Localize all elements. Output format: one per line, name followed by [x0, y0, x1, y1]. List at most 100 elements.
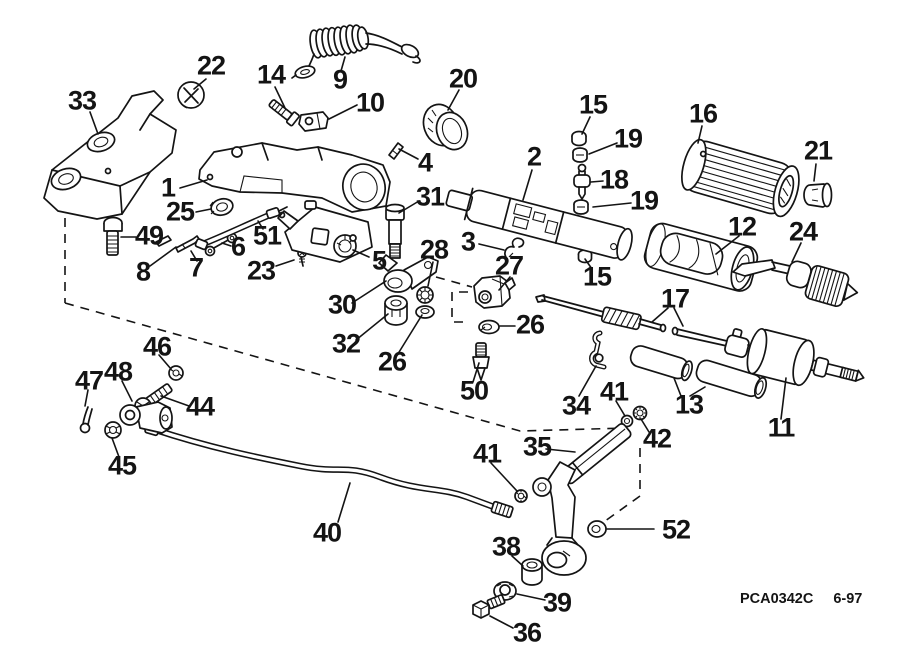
part-callout-41: 41	[599, 376, 629, 407]
part-3-clip	[504, 237, 525, 260]
part-35-steering-arm	[532, 423, 632, 576]
part-20-bushing	[422, 103, 469, 151]
part-callout-32: 32	[331, 328, 361, 359]
part-callout-13: 13	[674, 389, 704, 420]
part-callout-2: 2	[526, 141, 542, 172]
part-callout-38: 38	[491, 531, 521, 562]
part-41-nut-lower	[514, 489, 528, 503]
part-callout-36: 36	[512, 617, 542, 648]
figure-caption: PCA0342C 6-97	[740, 591, 862, 607]
part-callout-25: 25	[165, 196, 195, 227]
part-callout-4: 4	[417, 147, 433, 178]
part-callout-50: 50	[459, 375, 489, 406]
part-callout-12: 12	[727, 211, 757, 242]
part-callout-10: 10	[355, 87, 385, 118]
part-callout-22: 22	[196, 50, 226, 81]
part-callout-30: 30	[327, 289, 357, 320]
part-callout-46: 46	[142, 331, 172, 362]
part-callout-48: 48	[103, 356, 133, 387]
part-31-bolt	[385, 203, 405, 259]
part-callout-15: 15	[582, 261, 612, 292]
part-18-pin	[573, 163, 591, 200]
part-callout-17: 17	[660, 283, 690, 314]
part-callout-16: 16	[688, 98, 718, 129]
part-48-swivel	[119, 401, 173, 434]
part-36-bolt	[472, 594, 506, 619]
part-51-cable	[194, 206, 288, 251]
part-30-swivel-arm	[378, 254, 439, 293]
part-callout-9: 9	[332, 64, 348, 95]
part-callout-7: 7	[188, 252, 204, 283]
part-callout-14: 14	[256, 59, 286, 90]
part-34-bracket-clip	[589, 330, 607, 370]
part-38-bushing	[521, 558, 543, 586]
part-27-clamp-block	[473, 275, 516, 309]
callout-leader-lines	[84, 56, 817, 629]
part-17-link-rod-a	[535, 294, 667, 333]
part-callout-11: 11	[767, 412, 796, 443]
part-callout-40: 40	[312, 517, 342, 548]
part-9-spring-lanyard	[291, 24, 421, 79]
part-callout-31: 31	[415, 181, 445, 212]
part-24-shift-shaft	[732, 259, 859, 308]
part-callout-27: 27	[494, 250, 524, 281]
part-callout-44: 44	[185, 391, 215, 422]
part-14-screw	[268, 99, 300, 127]
part-15-nut-top	[571, 130, 587, 147]
part-callout-18: 18	[599, 164, 629, 195]
part-17-link-rod-b	[671, 326, 763, 358]
part-13-tube-lower	[695, 359, 768, 399]
part-26-washer-left	[415, 305, 435, 319]
part-callout-15: 15	[578, 89, 608, 120]
part-callout-24: 24	[788, 216, 818, 247]
part-callout-41: 41	[472, 438, 502, 469]
part-callout-26: 26	[377, 346, 407, 377]
part-callout-42: 42	[642, 423, 672, 454]
part-callout-21: 21	[803, 135, 833, 166]
part-50-screw	[472, 342, 490, 381]
figure-date: 6-97	[833, 591, 863, 607]
part-13-tube-upper	[629, 345, 693, 382]
part-28-locknut	[416, 286, 434, 304]
part-callout-45: 45	[107, 450, 137, 481]
part-19-clip-upper	[572, 147, 588, 163]
part-callout-35: 35	[522, 431, 552, 462]
part-45-nut	[104, 421, 122, 439]
part-callout-51: 51	[252, 220, 282, 251]
figure-code: PCA0342C	[740, 591, 814, 607]
part-callout-5: 5	[371, 245, 387, 276]
part-32-bushing	[384, 295, 408, 326]
part-callout-26: 26	[515, 309, 545, 340]
part-49-bolt	[103, 216, 123, 256]
part-11-cable-barrel	[746, 327, 865, 387]
part-46-nut	[168, 365, 184, 381]
part-10-clip	[298, 111, 329, 132]
part-callout-47: 47	[74, 365, 104, 396]
part-21-cap	[803, 182, 833, 208]
part-callout-3: 3	[460, 226, 476, 257]
part-4-pin	[388, 142, 404, 160]
part-52-washer	[587, 520, 607, 538]
part-callout-19: 19	[613, 123, 643, 154]
part-callout-52: 52	[661, 514, 691, 545]
part-47-cotter-pin	[79, 406, 93, 434]
part-callout-1: 1	[160, 172, 176, 203]
part-42-lockwasher	[632, 405, 648, 421]
part-callout-34: 34	[561, 390, 591, 421]
part-callout-28: 28	[419, 234, 449, 265]
part-5-throttle-assembly	[277, 200, 373, 263]
part-callout-6: 6	[230, 231, 246, 262]
part-16-twist-grip	[681, 138, 800, 218]
part-25-grommet	[209, 197, 234, 217]
part-callout-49: 49	[134, 220, 164, 251]
part-callout-8: 8	[135, 256, 151, 287]
part-19-clip-lower	[573, 199, 589, 215]
part-22-screw	[177, 81, 205, 109]
part-callout-23: 23	[246, 255, 276, 286]
part-callout-33: 33	[67, 85, 97, 116]
part-26-washer-right	[478, 319, 500, 335]
part-callout-20: 20	[448, 63, 478, 94]
